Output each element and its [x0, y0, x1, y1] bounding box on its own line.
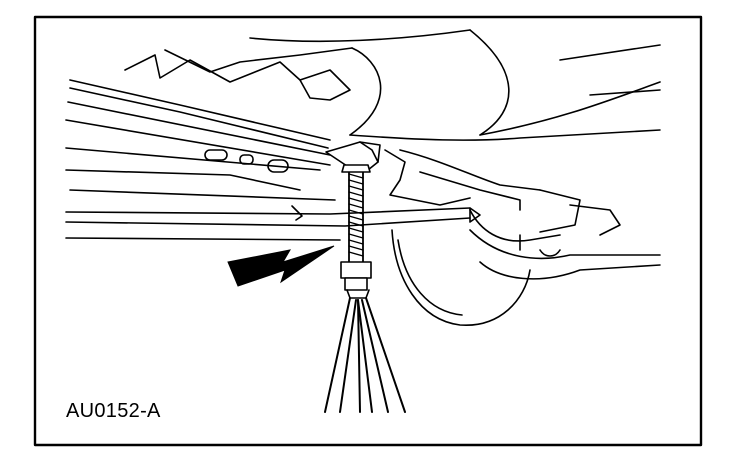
jack-legs	[324, 297, 406, 413]
jacking-point-bracket	[325, 141, 541, 211]
jack-collar	[340, 261, 372, 279]
rear-tire	[391, 229, 531, 326]
figure-id-label: AU0152-A	[66, 400, 161, 422]
rocker-panel	[65, 79, 336, 221]
vehicle-underbody	[124, 29, 661, 141]
slot-center	[239, 154, 254, 165]
slot-left	[204, 149, 228, 161]
frame-rail	[65, 207, 481, 241]
jack-screw-thread	[348, 169, 364, 263]
indicator-arrow	[227, 245, 335, 287]
slot-right	[267, 159, 289, 173]
figure-frame	[33, 15, 703, 447]
jack-stand	[324, 164, 406, 413]
suspension-assembly	[469, 189, 661, 280]
